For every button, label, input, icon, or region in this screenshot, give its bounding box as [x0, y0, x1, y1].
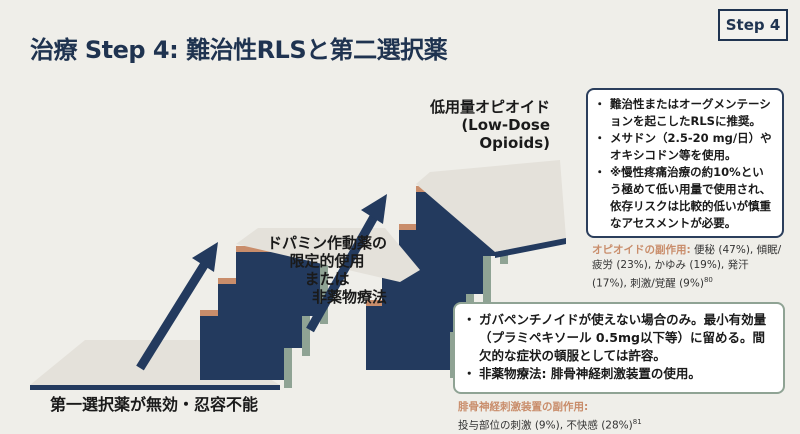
- arrow-up-icon-1: [136, 242, 218, 371]
- opioid-info-box: 難治性またはオーグメンテーションを起こしたRLSに推奨。 メサドン（2.5-20…: [586, 88, 784, 238]
- opioid-side-effects-heading: オピオイドの副作用:: [592, 244, 691, 256]
- label-line: または: [304, 270, 350, 288]
- page-title: 治療 Step 4: 難治性RLSと第二選択薬: [30, 36, 448, 64]
- device-side-effects-heading: 腓骨神経刺激装置の副作用:: [458, 401, 589, 413]
- opioid-info-item: メサドン（2.5-20 mg/日）やオキシコドン等を使用。: [594, 130, 774, 164]
- device-side-effects: 腓骨神経刺激装置の副作用: 投与部位の刺激 (9%), 不快感 (28%)81: [458, 400, 788, 434]
- reference-number: 80: [703, 276, 713, 284]
- arrow-up-icon-2: [306, 194, 387, 333]
- step-badge: Step 4: [718, 9, 788, 41]
- device-side-effects-text: 投与部位の刺激 (9%), 不快感 (28%): [458, 419, 633, 432]
- opioid-info-item: ※慢性疼痛治療の約10%という極めて低い用量で使用され、依存リスクは比較的低いが…: [594, 164, 774, 232]
- reference-number: 81: [632, 418, 642, 426]
- opioid-side-effects: オピオイドの副作用: 便秘 (47%), 傾眠/疲労 (23%), かゆみ (1…: [592, 243, 782, 292]
- label-line: 非薬物療法: [311, 288, 387, 306]
- opioid-side-effects-text: 便秘 (47%), 傾眠/疲労 (23%), かゆみ (19%), 発汗 (17…: [592, 244, 782, 290]
- dopamine-info-item: ガバペンチノイドが使えない場合のみ。最小有効量（プラミペキソール 0.5mg以下…: [463, 311, 773, 365]
- top-landing: [416, 160, 566, 252]
- label-line: (Low-Dose: [461, 116, 550, 134]
- label-low-dose-opioids: 低用量オピオイド (Low-Dose Opioids): [425, 98, 550, 152]
- label-line: ドパミン作動薬の: [266, 234, 387, 252]
- label-line: 限定的使用: [289, 252, 365, 270]
- dopamine-info-box: ガバペンチノイドが使えない場合のみ。最小有効量（プラミペキソール 0.5mg以下…: [453, 302, 785, 394]
- label-line: Opioids): [479, 134, 550, 152]
- top-landing-edge: [495, 238, 566, 258]
- bottom-landing-edge: [30, 385, 280, 390]
- opioid-info-item: 難治性またはオーグメンテーションを起こしたRLSに推奨。: [594, 96, 774, 130]
- dopamine-info-item: 非薬物療法: 腓骨神経刺激装置の使用。: [463, 365, 773, 383]
- label-line: 低用量オピオイド: [429, 98, 550, 116]
- label-dopamine-limited: ドパミン作動薬の 限定的使用 または 非薬物療法: [262, 234, 392, 306]
- label-first-line-failure: 第一選択薬が無効・忍容不能: [50, 395, 259, 414]
- middle-landing: [236, 228, 420, 282]
